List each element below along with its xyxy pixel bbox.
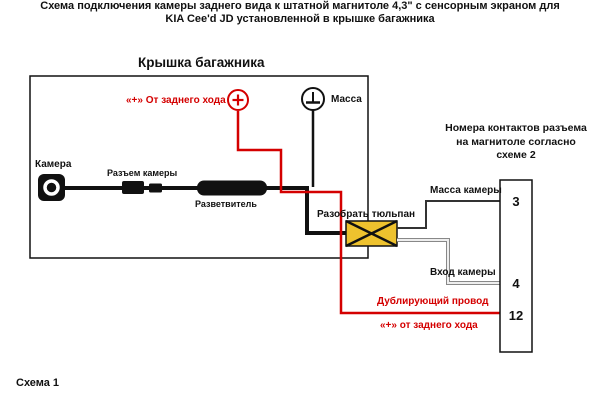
reverse-plus-wire	[236, 111, 500, 315]
pin-number-12: 12	[508, 308, 524, 323]
camera-lens-icon	[43, 179, 60, 196]
splitter-label: Разветвитель	[195, 199, 257, 209]
camera-input-wire-inner	[397, 239, 500, 284]
scheme-number-label: Схема 1	[16, 377, 60, 389]
camera-connector-label: Разъем камеры	[107, 168, 178, 178]
camera-input-label: Вход камеры	[430, 267, 496, 278]
ground-label: Масса	[331, 94, 362, 105]
diagram-title: Схема подключения камеры заднего вида к …	[40, 0, 560, 25]
headunit-connector-block	[499, 179, 533, 353]
rca-cross-line-2	[345, 219, 398, 248]
camera-connector-plug	[122, 181, 144, 194]
camera-ground-label: Масса камеры	[430, 185, 502, 196]
main-cable-wire	[64, 186, 347, 235]
camera-connector-socket	[149, 183, 162, 193]
rca-label: Разобрать тюльпан	[317, 209, 416, 220]
pins-note: Номера контактов разъема на магнитоле со…	[445, 122, 587, 161]
reverse-plus-label: «+» От заднего хода	[126, 95, 226, 106]
dup-wire-label-line1: Дублирующий провод	[377, 296, 489, 307]
camera-label: Камера	[35, 159, 72, 170]
dup-wire-label-line2: «+» от заднего хода	[380, 320, 478, 331]
camera-ground-wire	[397, 200, 500, 229]
trunk-lid-label: Крышка багажника	[138, 55, 265, 70]
splitter-block	[197, 180, 267, 196]
trunk-lid-outline	[29, 75, 369, 259]
pin-number-3: 3	[512, 194, 520, 209]
camera-icon	[38, 174, 65, 201]
pin-number-4: 4	[512, 276, 520, 291]
